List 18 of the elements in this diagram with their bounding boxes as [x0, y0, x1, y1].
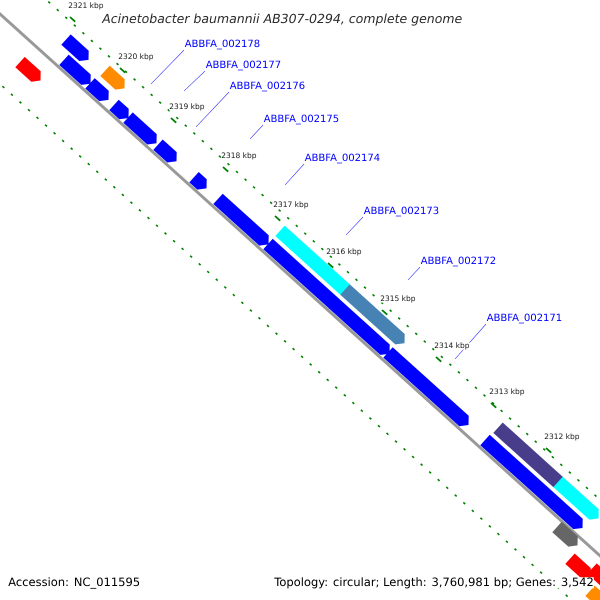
leader-line [196, 92, 230, 128]
leader-line [150, 50, 184, 84]
gene-label: ABBFA_002174 [304, 154, 380, 164]
gene-label: ABBFA_002172 [420, 256, 496, 266]
genome-info-text: Topology: circular; Length: 3,760,981 bp; Genes: 3,542 [274, 577, 594, 588]
leader-line [250, 124, 264, 140]
gene-label: ABBFA_002178 [184, 40, 260, 50]
gene-label: ABBFA_002175 [264, 114, 338, 124]
gene-label: ABBFA_002176 [230, 82, 304, 92]
gene-label: ABBFA_002177 [206, 60, 280, 70]
accession-text: Accession: NC_011595 [8, 577, 140, 589]
gene-label: ABBFA_002173 [364, 206, 438, 216]
gene-label: ABBFA_002171 [486, 314, 562, 324]
leader-line [408, 266, 420, 280]
leader-line [284, 164, 304, 186]
leader-line [184, 70, 206, 92]
leader-line [346, 216, 364, 236]
title: Acinetobacter baumannii AB307-0294, complete genome [102, 14, 462, 26]
